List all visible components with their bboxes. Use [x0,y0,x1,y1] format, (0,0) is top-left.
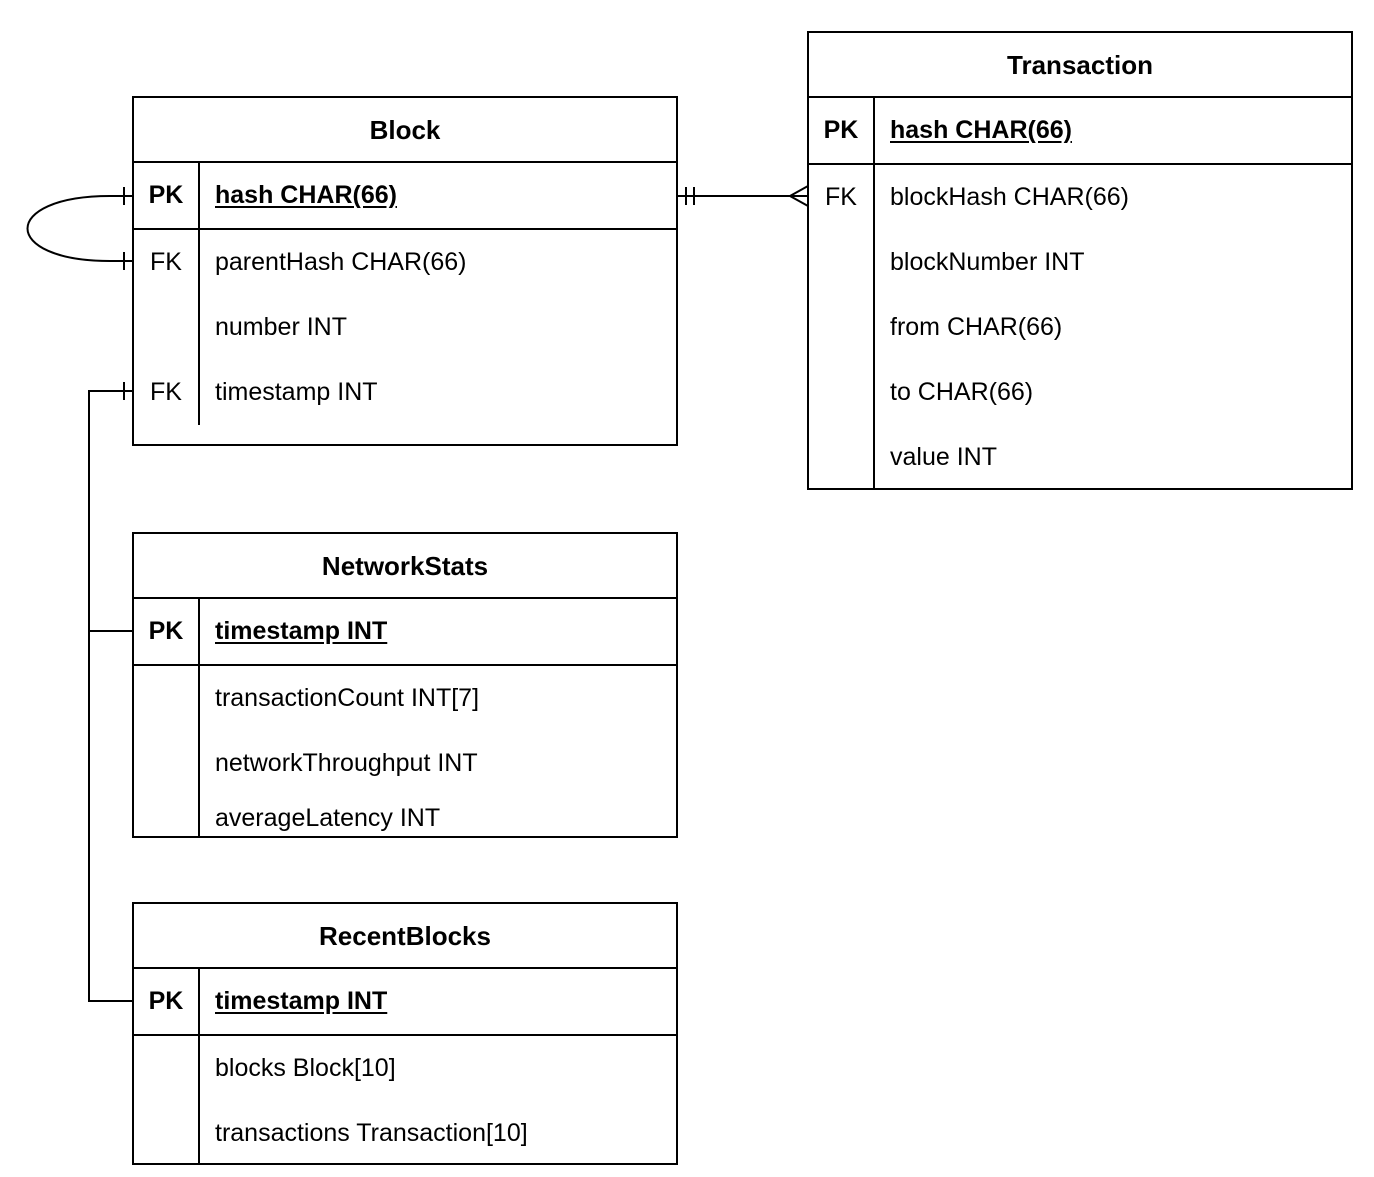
column-divider [198,969,200,1163]
timestamp-connector [88,390,133,1002]
entity-transaction[interactable]: Transaction PK hash CHAR(66) FK blockHas… [807,31,1353,490]
field-name: blocks Block[10] [215,1054,396,1082]
field-name: to CHAR(66) [890,378,1034,406]
fk-label: FK [825,183,857,211]
field-name: averageLatency INT [215,804,441,832]
pk-field: hash CHAR(66) [215,181,397,209]
column-divider [198,599,200,838]
entity-title: RecentBlocks [134,904,676,969]
row-divider [134,228,676,230]
field-row[interactable]: transactionCount INT[7] [134,666,676,731]
field-name: blockNumber INT [890,248,1085,276]
field-name: timestamp INT [215,378,378,406]
field-row[interactable]: blocks Block[10] [134,1036,676,1101]
field-row[interactable]: FK timestamp INT [134,360,676,425]
pk-row[interactable]: PK hash CHAR(66) [134,163,676,228]
self-reference-connector [26,195,133,262]
pk-row[interactable]: PK timestamp INT [134,969,676,1034]
pk-field: timestamp INT [215,617,388,645]
pk-label: PK [148,181,184,209]
pk-field: timestamp INT [215,987,388,1015]
field-name: value INT [890,443,997,471]
entity-title: NetworkStats [134,534,676,599]
field-row[interactable]: FK parentHash CHAR(66) [134,230,676,295]
field-row[interactable]: averageLatency INT [134,786,676,838]
pk-label: PK [823,116,859,144]
field-name: transactions Transaction[10] [215,1119,528,1147]
field-row[interactable]: from CHAR(66) [809,295,1351,360]
crows-foot-marker [789,195,809,207]
field-row[interactable]: value INT [809,425,1351,490]
field-row[interactable]: number INT [134,295,676,360]
row-divider [134,1034,676,1036]
fk-label: FK [150,248,182,276]
pk-label: PK [148,987,184,1015]
row-divider [809,163,1351,165]
pk-label: PK [148,617,184,645]
field-row[interactable]: networkThroughput INT [134,731,676,796]
entity-block[interactable]: Block PK hash CHAR(66) FK parentHash CHA… [132,96,678,446]
field-row[interactable]: transactions Transaction[10] [134,1101,676,1166]
crows-foot-marker [789,185,809,197]
entity-networkstats[interactable]: NetworkStats PK timestamp INT transactio… [132,532,678,838]
field-name: blockHash CHAR(66) [890,183,1129,211]
column-divider [198,163,200,425]
field-row[interactable]: blockNumber INT [809,230,1351,295]
field-name: number INT [215,313,347,341]
field-name: transactionCount INT[7] [215,684,480,712]
field-name: networkThroughput INT [215,749,478,777]
entity-title: Transaction [809,33,1351,98]
field-row[interactable]: FK blockHash CHAR(66) [809,165,1351,230]
column-divider [873,98,875,488]
field-name: parentHash CHAR(66) [215,248,467,276]
entity-recentblocks[interactable]: RecentBlocks PK timestamp INT blocks Blo… [132,902,678,1165]
entity-title: Block [134,98,676,163]
pk-row[interactable]: PK timestamp INT [134,599,676,664]
pk-field: hash CHAR(66) [890,116,1072,144]
fk-label: FK [150,378,182,406]
pk-row[interactable]: PK hash CHAR(66) [809,98,1351,163]
field-name: from CHAR(66) [890,313,1063,341]
row-divider [134,664,676,666]
field-row[interactable]: to CHAR(66) [809,360,1351,425]
